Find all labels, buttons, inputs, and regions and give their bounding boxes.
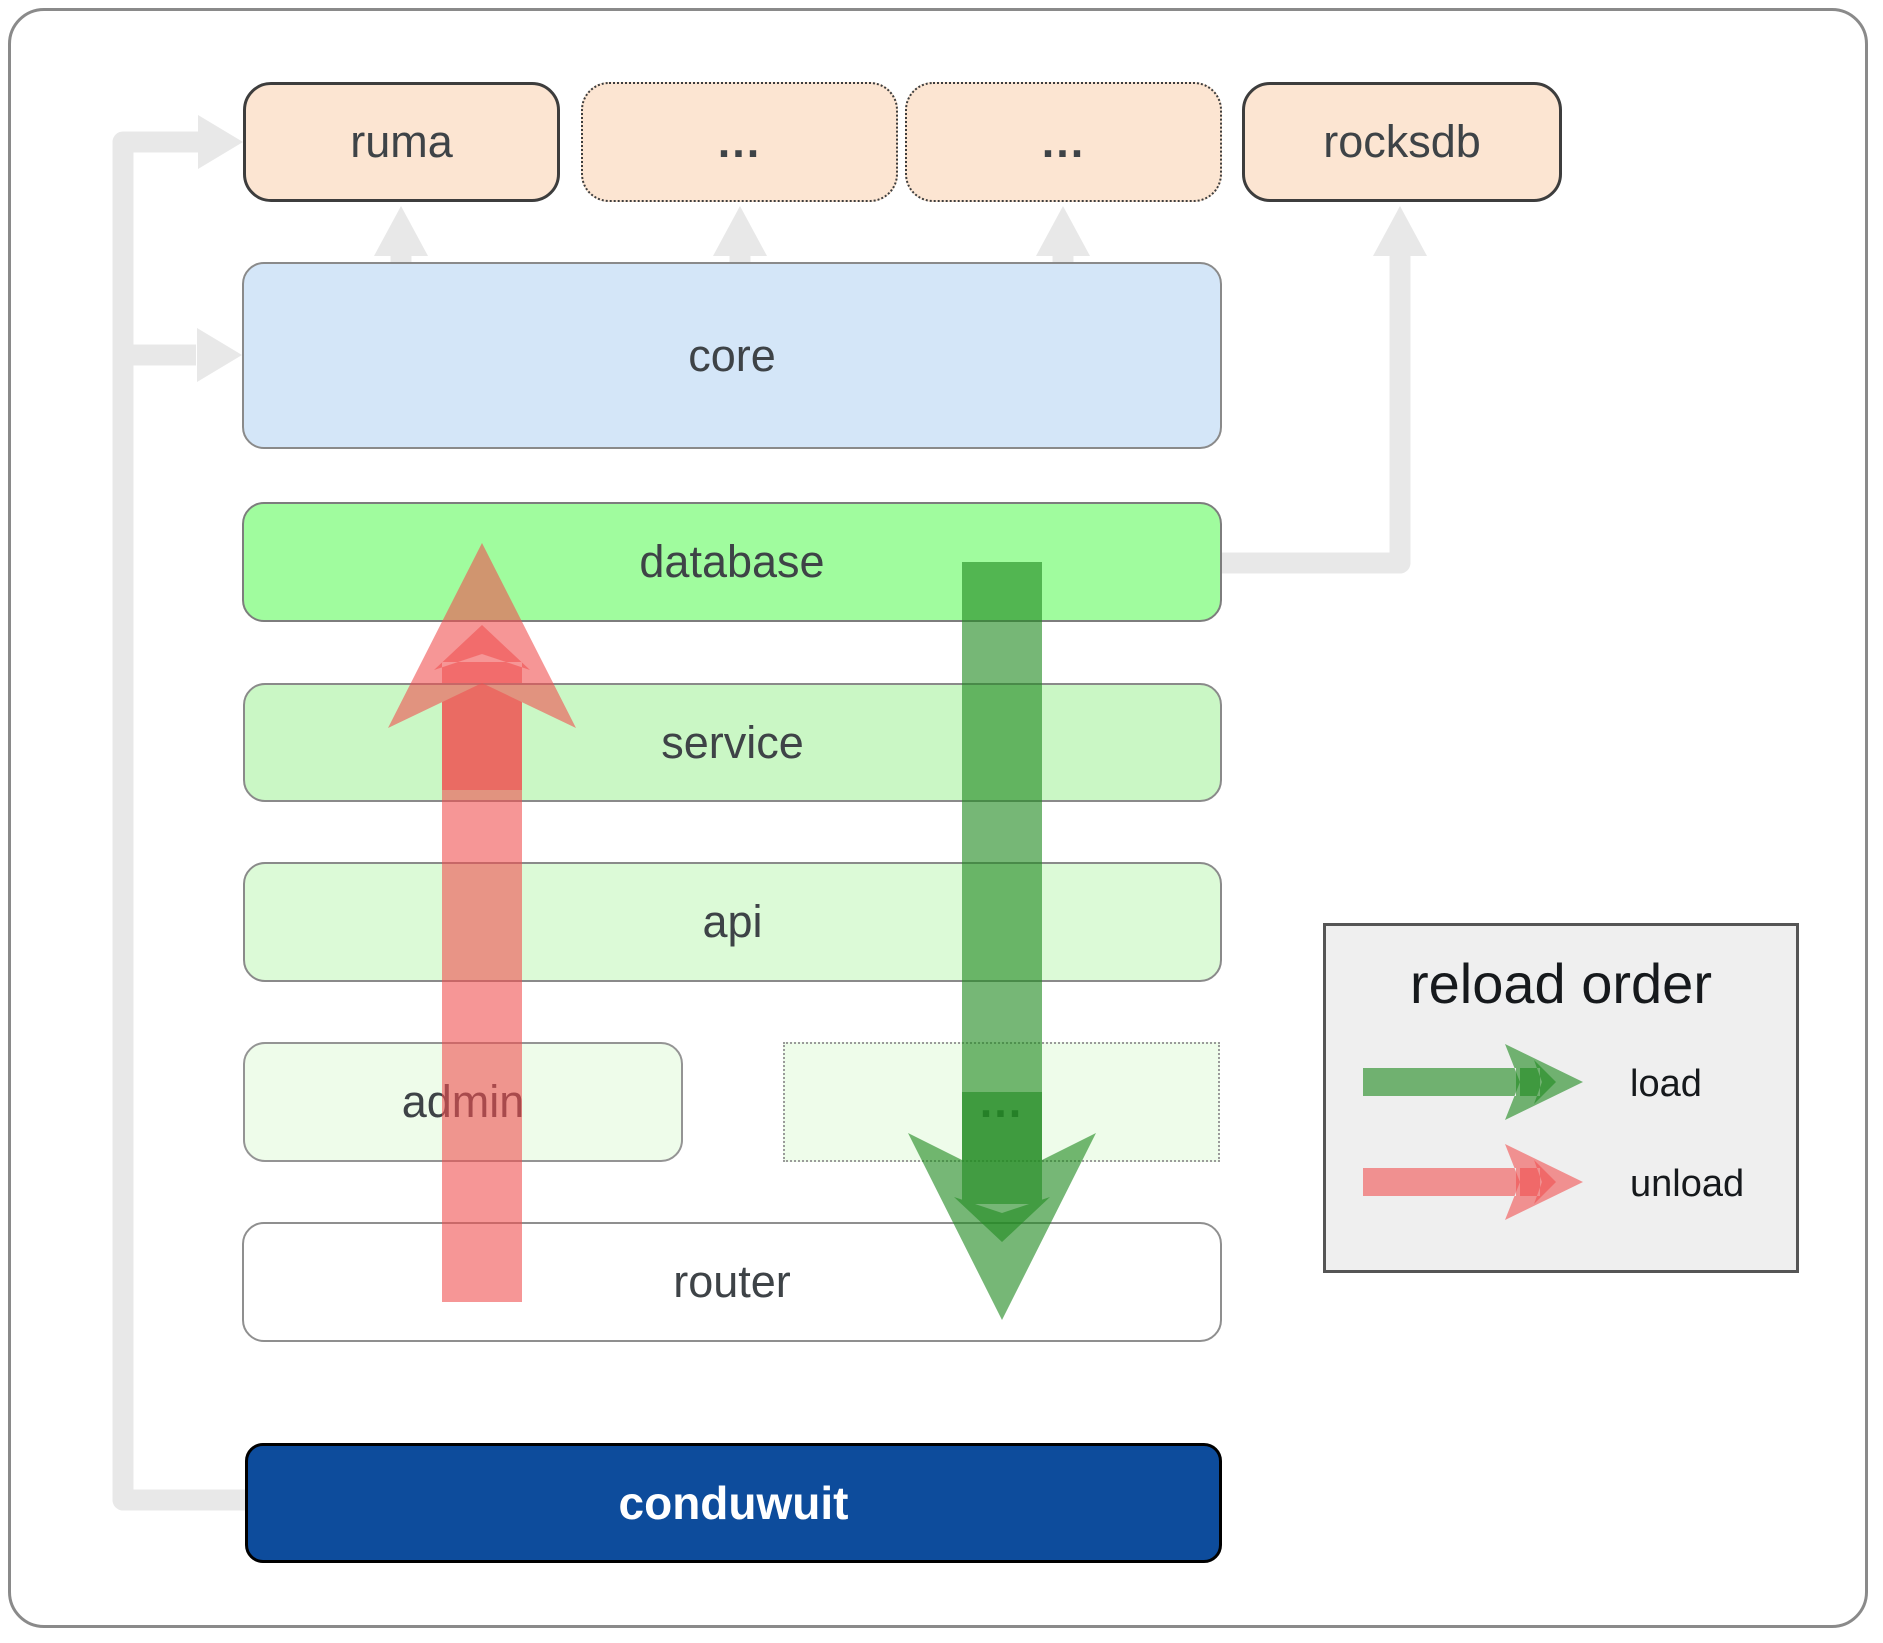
- module-box-more-2: ...: [905, 82, 1222, 202]
- layer-box-database: database: [242, 502, 1222, 622]
- module-box-more-1: ...: [581, 82, 898, 202]
- layer-label-admin: admin: [401, 1076, 525, 1127]
- legend-load-label: load: [1630, 1063, 1702, 1105]
- layer-box-router: router: [242, 1222, 1222, 1342]
- module-label-ruma: ruma: [350, 116, 453, 167]
- layer-label-core: core: [688, 329, 776, 381]
- layer-label-database: database: [639, 536, 825, 587]
- layer-label-api: api: [702, 896, 763, 947]
- module-box-ruma: ruma: [243, 82, 560, 202]
- app-label-conduwuit: conduwuit: [618, 1477, 849, 1529]
- layer-label-service: service: [661, 716, 804, 768]
- app-box-conduwuit: conduwuit: [245, 1443, 1222, 1563]
- layer-label-router: router: [673, 1256, 791, 1307]
- legend-title: reload order: [1410, 952, 1712, 1015]
- module-label-rocksdb: rocksdb: [1323, 116, 1481, 167]
- diagram-outer-frame: [8, 8, 1868, 1628]
- layer-box-admin: admin: [243, 1042, 683, 1162]
- layer-box-core: core: [242, 262, 1222, 449]
- legend-unload-label: unload: [1630, 1163, 1745, 1205]
- module-box-rocksdb: rocksdb: [1242, 82, 1562, 202]
- layer-box-more: ...: [783, 1042, 1220, 1162]
- module-label-more-2: ...: [1041, 116, 1086, 167]
- layer-label-more: ...: [979, 1076, 1024, 1127]
- module-label-more-1: ...: [717, 116, 762, 167]
- layer-box-api: api: [243, 862, 1222, 982]
- legend-reload-order: reload order load unload: [1323, 923, 1799, 1273]
- layer-box-service: service: [243, 683, 1222, 802]
